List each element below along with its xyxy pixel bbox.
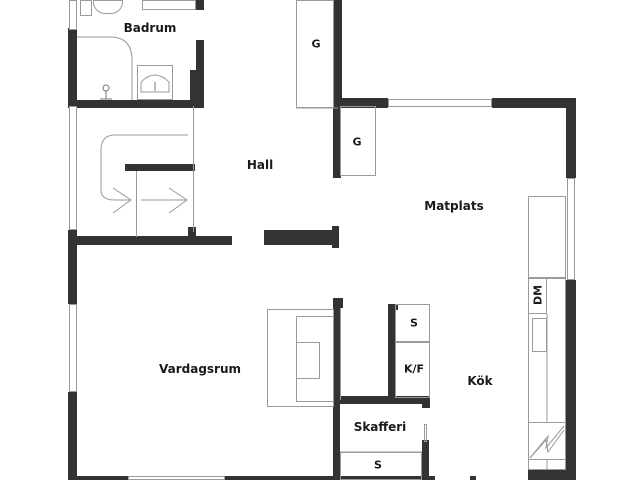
hall-doorline xyxy=(193,106,194,232)
wardrobe-top xyxy=(296,0,334,108)
wall-bottom-d xyxy=(528,470,576,480)
fixture-label-cabinet-skafferi: S xyxy=(374,458,382,472)
wall-bottom-b xyxy=(225,476,435,480)
skafferi-door xyxy=(424,424,427,442)
toilet xyxy=(80,0,92,16)
window-left-hall xyxy=(69,106,77,230)
dishwasher xyxy=(528,278,547,314)
fixture-label-fridge-freezer: K/F xyxy=(403,362,425,376)
wall-matplats-top-right xyxy=(492,98,576,108)
wall-right-upper xyxy=(566,98,576,178)
stove xyxy=(528,422,566,460)
wall-skafferi-top xyxy=(338,396,430,404)
wall-vardagsrum-right-cap xyxy=(333,298,343,308)
wall-matplats-top-left xyxy=(338,98,388,108)
closet-line xyxy=(340,308,341,400)
window-left-vardagsrum xyxy=(69,304,77,392)
wardrobe-matplats xyxy=(340,106,376,176)
floor-drain-icon xyxy=(102,84,110,92)
window-matplats-top xyxy=(388,99,492,107)
room-label-matplats: Matplats xyxy=(424,199,484,213)
room-label-vardagsrum: Vardagsrum xyxy=(158,362,242,376)
wall-badrum-right xyxy=(196,40,204,106)
wall-center-upper xyxy=(333,0,342,104)
sink-cabinet xyxy=(137,65,173,100)
window-bottom-vardagsrum xyxy=(128,476,225,480)
badrum-mirror xyxy=(142,0,196,10)
wall-hall-bottom-b xyxy=(264,230,332,245)
wall-stair-inner xyxy=(125,164,195,171)
toilet-bowl xyxy=(93,0,123,14)
wall-skafferi-top-end xyxy=(422,396,430,408)
wall-hall-bottom-stub xyxy=(188,227,196,239)
room-label-kok: Kök xyxy=(467,374,493,388)
wall-right-lower xyxy=(566,280,576,480)
wall-bottom-a xyxy=(68,476,128,480)
room-label-hall: Hall xyxy=(246,158,274,172)
wall-skafferi-right xyxy=(422,440,429,480)
wall-kf-left xyxy=(388,304,395,400)
wall-left-lower xyxy=(68,392,77,480)
wall-bottom-c xyxy=(470,476,476,480)
kitchen-sink xyxy=(532,318,547,352)
wall-hall-bottom-a xyxy=(68,236,232,245)
wall-hall-bottom-end xyxy=(332,226,339,248)
fixture-label-wardrobe-top: G xyxy=(311,37,321,51)
wall-badrum-top-stub xyxy=(196,0,204,10)
fireplace-insert xyxy=(296,342,320,379)
window-left-top xyxy=(69,0,77,30)
wall-badrum-bottom xyxy=(68,100,204,108)
room-label-badrum: Badrum xyxy=(123,21,177,35)
fixture-label-wardrobe-matplats: G xyxy=(352,135,362,149)
fridge-freezer xyxy=(395,342,430,398)
wall-center-matplats xyxy=(333,100,341,178)
window-right xyxy=(567,178,575,280)
fixture-label-cabinet-kitchen: S xyxy=(410,316,418,330)
stair-arrow-icon xyxy=(168,187,188,214)
wall-vardagsrum-right xyxy=(333,298,340,480)
shower-curve xyxy=(77,36,133,100)
kitchen-counter-top xyxy=(528,196,566,278)
wall-left-upper xyxy=(68,28,77,104)
fixture-label-dishwasher: DM xyxy=(531,284,545,306)
stair-divider xyxy=(136,171,137,237)
wall-kf-cap xyxy=(388,304,398,310)
wall-badrum-right-jog xyxy=(190,70,198,106)
cabinet-s-kitchen xyxy=(395,304,430,342)
room-label-skafferi: Skafferi xyxy=(353,420,407,434)
stair-arrow-icon xyxy=(112,187,132,214)
wall-left-mid xyxy=(68,230,77,304)
